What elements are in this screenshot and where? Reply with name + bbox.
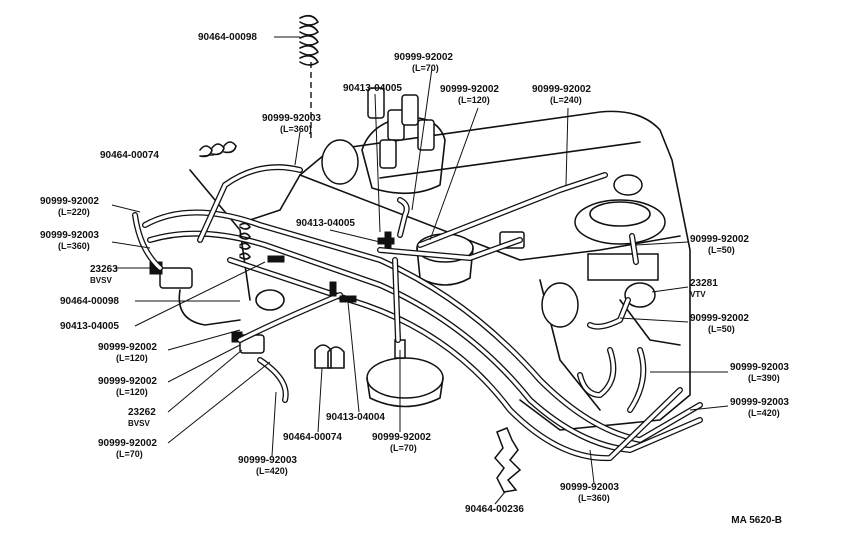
label-hose-240-top: 90999-92002(L=240) [532, 84, 591, 105]
label-tee-left: 90413-04005 [60, 321, 119, 332]
hose-bundle [132, 164, 703, 462]
clip-row-left [199, 141, 237, 158]
label-clip-top: 90464-00098 [198, 32, 257, 43]
label-hose-70-left: 90999-92002(L=70) [98, 438, 157, 459]
label-clip-mid-left: 90464-00098 [60, 296, 119, 307]
label-hose-120-a: 90999-92002(L=120) [98, 342, 157, 363]
clip-stack-top [299, 14, 319, 66]
label-hose-420-right: 90999-92003(L=420) [730, 397, 789, 418]
bvsv-valves [149, 261, 265, 354]
label-hose-220: 90999-92002(L=220) [40, 196, 99, 217]
label-hose-50-upper: 90999-92002(L=50) [690, 234, 749, 255]
engine-block [178, 110, 691, 431]
label-clip-left: 90464-00074 [100, 150, 159, 161]
label-tee-top: 90413-04005 [343, 83, 402, 94]
drawing-code: MA 5620-B [731, 515, 782, 526]
label-clip-236: 90464-00236 [465, 504, 524, 515]
label-hose-390: 90999-92003(L=390) [730, 362, 789, 383]
label-hose-120-b: 90999-92002(L=120) [98, 376, 157, 397]
label-clip-bottom: 90464-00074 [283, 432, 342, 443]
label-hose-420-bottom: 90999-92003(L=420) [238, 455, 297, 476]
label-tee-mid: 90413-04005 [296, 218, 355, 229]
label-hose-360-left: 90999-92003(L=360) [40, 230, 99, 251]
label-hose-120-top: 90999-92002(L=120) [440, 84, 499, 105]
clip-bottom [314, 344, 345, 369]
leader-lines [111, 36, 729, 505]
label-hose-360-bottom: 90999-92003(L=360) [560, 482, 619, 503]
distributor [321, 87, 446, 195]
clip-stack-mid [239, 222, 251, 260]
label-hose-360-top: 90999-92003(L=360) [262, 113, 321, 134]
label-hose-50-lower: 90999-92002(L=50) [690, 313, 749, 334]
label-hose-70-bottom: 90999-92002(L=70) [372, 432, 431, 453]
label-tee-bottom: 90413-04004 [326, 412, 385, 423]
label-hose-70-top: 90999-92002(L=70) [394, 52, 453, 73]
hose-clips [199, 14, 522, 493]
clip-236 [494, 427, 522, 493]
tee-fittings [267, 231, 395, 303]
